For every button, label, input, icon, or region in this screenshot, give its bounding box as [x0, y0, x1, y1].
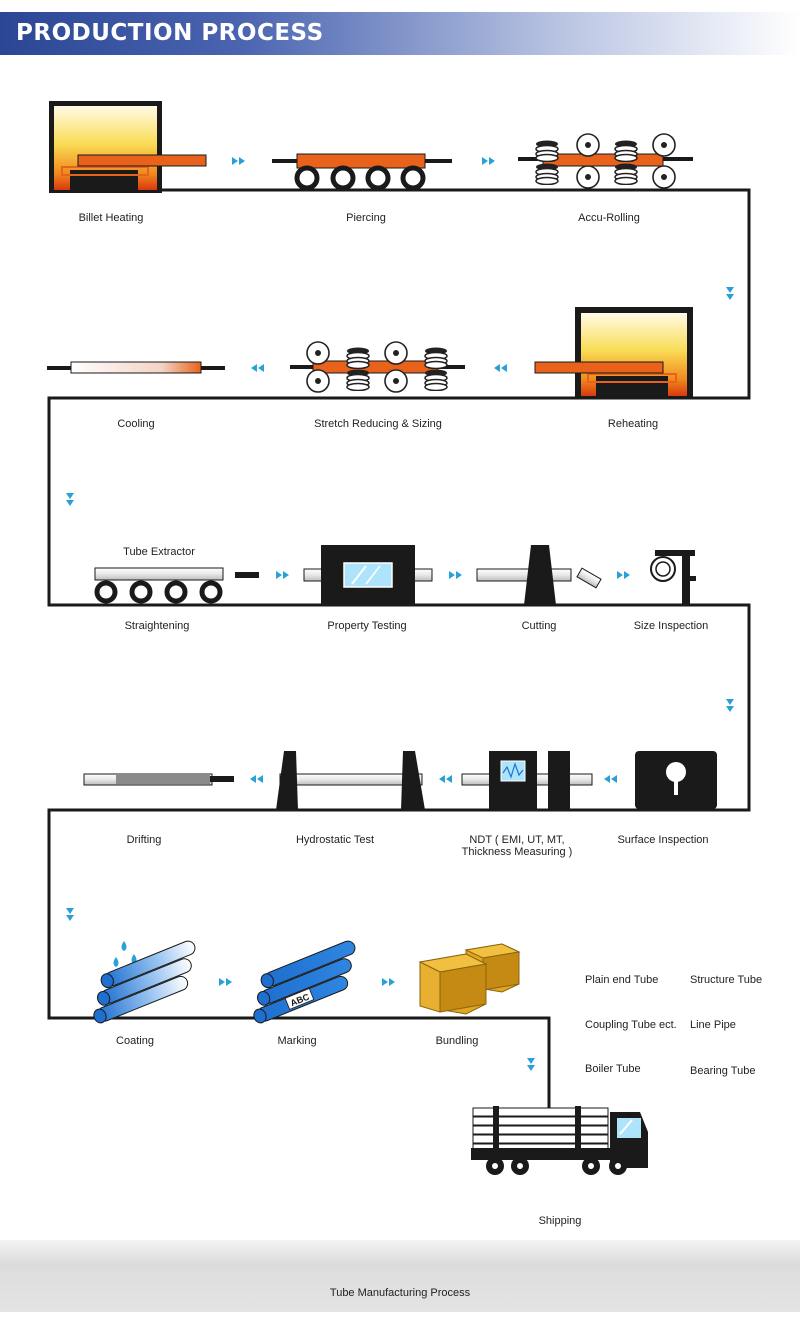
step-label-bundling: Bundling	[435, 1035, 479, 1047]
arrow-down-icon	[66, 908, 74, 921]
step-label-property-testing: Property Testing	[327, 620, 407, 632]
product-item: Coupling Tube ect.	[585, 1019, 677, 1031]
marking-process: ABC	[253, 940, 356, 1024]
cooling-bed	[47, 361, 225, 374]
step-label-surface-inspection: Surface Inspection	[617, 834, 709, 846]
product-item: Plain end Tube	[585, 974, 659, 986]
arrow-left-icon	[494, 364, 507, 372]
step-label-tube-extractor: Tube Extractor	[123, 546, 195, 558]
product-item: Bearing Tube	[690, 1065, 756, 1077]
footer-caption: Tube Manufacturing Process	[329, 1287, 471, 1299]
drifting-machine	[83, 773, 234, 786]
arrow-right-icon	[449, 571, 462, 579]
arrow-left-icon	[250, 775, 263, 783]
accu-rolling-mill	[518, 133, 693, 189]
arrow-down-icon	[527, 1058, 535, 1071]
arrow-down-icon	[66, 493, 74, 506]
step-label-billet-heating: Billet Heating	[78, 212, 144, 224]
step-label-cutting: Cutting	[521, 620, 557, 632]
page-title: PRODUCTION PROCESS	[16, 20, 324, 46]
footer-bottom-strip	[0, 1312, 800, 1332]
step-label-reheating: Reheating	[607, 418, 659, 430]
arrow-down-icon	[726, 699, 734, 712]
flow-line	[47, 188, 751, 1108]
arrow-right-icon	[276, 571, 289, 579]
stretch-reducing-mill	[290, 341, 465, 393]
shipping-truck	[471, 1106, 648, 1175]
step-label-coating: Coating	[116, 1035, 154, 1047]
step-label-straightening: Straightening	[124, 620, 190, 632]
arrow-right-icon	[219, 978, 232, 986]
step-label-ndt-line1: NDT ( EMI, UT, MT,	[469, 834, 565, 846]
arrow-right-icon	[232, 157, 245, 165]
arrow-right-icon	[482, 157, 495, 165]
step-label-drifting: Drifting	[126, 834, 162, 846]
arrow-right-icon	[382, 978, 395, 986]
cutting-machine	[476, 545, 602, 605]
bundling-boxes	[418, 943, 521, 1015]
surface-inspection-machine	[635, 751, 717, 809]
size-inspection-gauge	[650, 550, 696, 605]
arrow-right-icon	[617, 571, 630, 579]
billet-heating-furnace	[49, 101, 207, 193]
step-label-shipping: Shipping	[538, 1215, 582, 1227]
arrow-left-icon	[251, 364, 264, 372]
header-banner: PRODUCTION PROCESS	[0, 12, 800, 55]
step-label-piercing: Piercing	[346, 212, 386, 224]
coating-process	[93, 940, 196, 1024]
hydrostatic-test-machine	[276, 751, 425, 810]
step-label-cooling: Cooling	[117, 418, 155, 430]
step-label-size-inspection: Size Inspection	[633, 620, 709, 632]
step-label-accu-rolling: Accu-Rolling	[578, 212, 640, 224]
product-item: Structure Tube	[690, 974, 763, 986]
step-label-ndt-line2: Thickness Measuring )	[461, 846, 573, 858]
step-label-hydrostatic-test: Hydrostatic Test	[295, 834, 375, 846]
step-label-stretch-reducing: Stretch Reducing & Sizing	[314, 418, 442, 430]
arrow-left-icon	[604, 775, 617, 783]
arrow-left-icon	[439, 775, 452, 783]
piercing-machine	[272, 153, 452, 191]
ndt-machine	[461, 751, 593, 809]
straightening-machine	[94, 567, 259, 604]
reheating-furnace	[534, 307, 693, 399]
arrow-down-icon	[726, 287, 734, 300]
product-item: Line Pipe	[690, 1019, 736, 1031]
property-testing-machine	[303, 545, 433, 605]
product-item: Boiler Tube	[585, 1063, 641, 1075]
step-label-marking: Marking	[277, 1035, 317, 1047]
